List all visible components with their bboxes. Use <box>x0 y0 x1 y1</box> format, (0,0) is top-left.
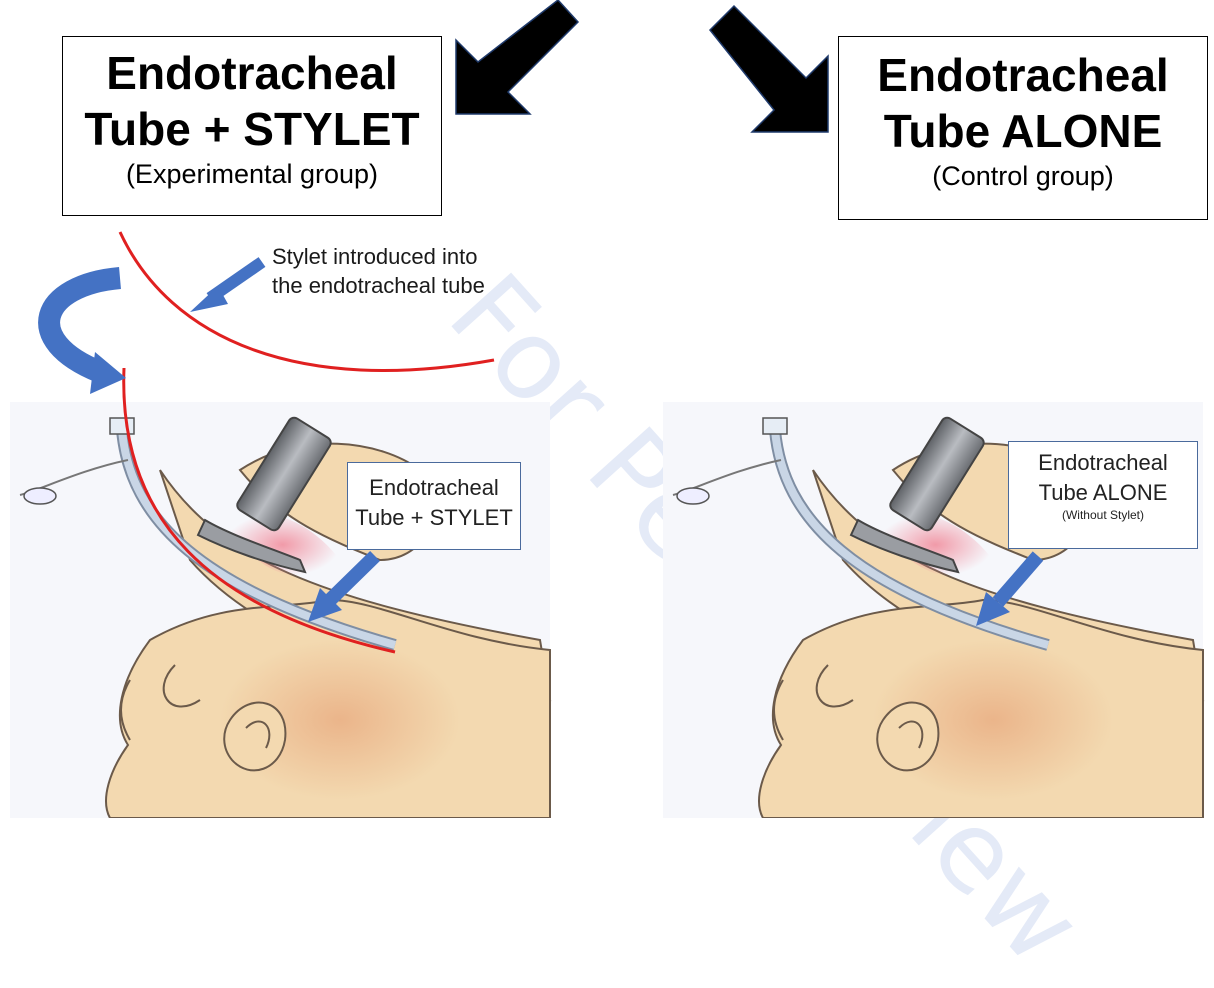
control-title-line1: Endotracheal <box>839 47 1207 103</box>
stylet-annotation: Stylet introduced into the endotracheal … <box>272 242 562 300</box>
right-callout-line1: Endotracheal <box>1009 448 1197 478</box>
experimental-subtitle: (Experimental group) <box>63 157 441 191</box>
experimental-title-line2: Tube + STYLET <box>63 101 441 157</box>
black-arrow-right <box>710 6 828 132</box>
control-group-box: Endotracheal Tube ALONE (Control group) <box>838 36 1208 220</box>
experimental-title-line1: Endotracheal <box>63 45 441 101</box>
stylet-note-arrow <box>190 262 262 312</box>
experimental-group-box: Endotracheal Tube + STYLET (Experimental… <box>62 36 442 216</box>
left-callout-line1: Endotracheal <box>348 473 520 503</box>
control-title-line2: Tube ALONE <box>839 103 1207 159</box>
right-callout-line3: (Without Stylet) <box>1009 508 1197 522</box>
left-callout: Endotracheal Tube + STYLET <box>347 462 521 550</box>
stylet-annotation-line1: Stylet introduced into <box>272 242 562 271</box>
insertion-arrow <box>49 278 126 394</box>
left-callout-line2: Tube + STYLET <box>348 503 520 533</box>
right-callout-line2: Tube ALONE <box>1009 478 1197 508</box>
control-subtitle: (Control group) <box>839 159 1207 193</box>
black-arrow-left <box>456 0 578 114</box>
right-callout: Endotracheal Tube ALONE (Without Stylet) <box>1008 441 1198 549</box>
stylet-annotation-line2: the endotracheal tube <box>272 271 562 300</box>
